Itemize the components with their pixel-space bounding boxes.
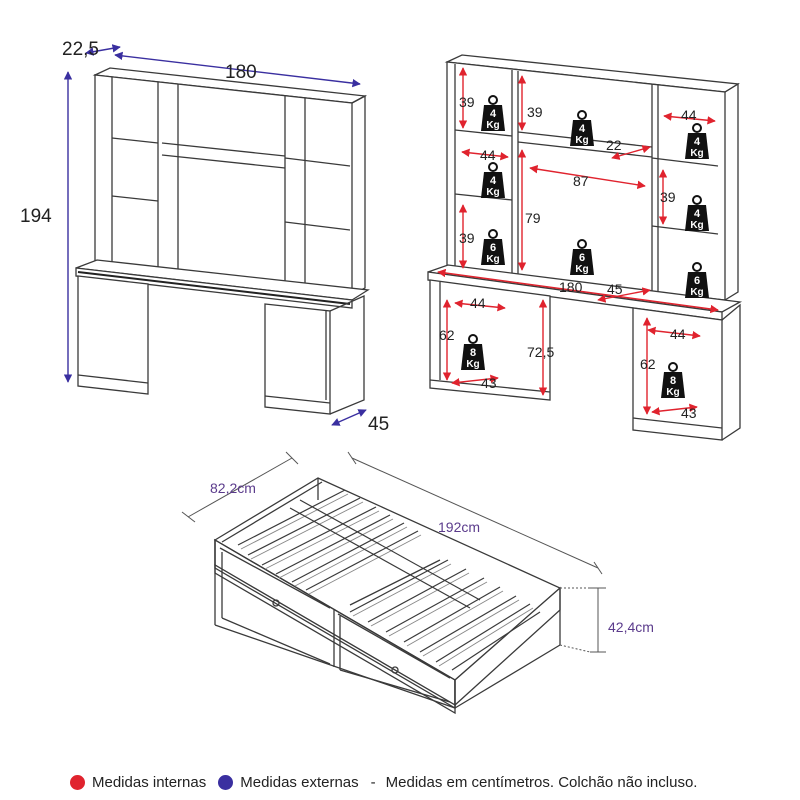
weight-handle (692, 262, 702, 272)
weight-body (661, 372, 685, 398)
weight-unit: Kg (486, 187, 499, 198)
dim-cab-right-depth: 43 (681, 405, 697, 421)
dim-center-height: 79 (525, 210, 541, 226)
legend-external: Medidas externas (218, 773, 359, 791)
weight-body (481, 105, 505, 131)
dim-left-mid-width: 44 (480, 147, 496, 163)
weight-unit: Kg (486, 254, 499, 265)
dim-cab-left-height: 62 (439, 327, 455, 343)
weight-value: 4 (694, 136, 701, 148)
weight-handle (577, 110, 587, 120)
weight-unit: Kg (690, 148, 703, 159)
weight-icon: 4Kg (481, 162, 505, 198)
weight-value: 4 (490, 175, 497, 187)
weight-body (570, 249, 594, 275)
dim-desk-width: 180 (559, 279, 583, 295)
weight-body (481, 239, 505, 265)
weight-value: 4 (579, 123, 586, 135)
dim-center-gap: 22 (606, 137, 622, 153)
weight-handle (692, 195, 702, 205)
dim-left-top-height: 39 (459, 94, 475, 110)
desk-width-label: 180 (225, 62, 257, 83)
legend-external-label: Medidas externas (240, 773, 359, 791)
dim-cab-total-height: 72,5 (527, 344, 554, 360)
weight-value: 4 (694, 208, 701, 220)
legend-external-dot (218, 774, 234, 790)
dim-right-top-width: 44 (681, 107, 697, 123)
weight-body (685, 205, 709, 231)
dim-center-top-height: 39 (527, 104, 543, 120)
weight-icon: 6Kg (481, 229, 505, 265)
desk-base-depth-label: 45 (368, 414, 389, 435)
weight-body (570, 120, 594, 146)
internal-dimension-labels: 39 44 39 39 22 87 79 44 39 180 45 44 62 … (439, 94, 697, 421)
legend-internal: Medidas internas (70, 774, 206, 791)
desk-height-label: 194 (20, 206, 52, 227)
weight-handle (577, 239, 587, 249)
weight-unit: Kg (466, 359, 479, 370)
dim-cab-left-width: 44 (470, 295, 486, 311)
weight-body (685, 272, 709, 298)
dim-center-width: 87 (573, 173, 589, 189)
weight-handle (488, 95, 498, 105)
weight-icon: 4Kg (570, 110, 594, 146)
weight-unit: Kg (690, 287, 703, 298)
weight-unit: Kg (575, 264, 588, 275)
weight-handle (668, 362, 678, 372)
external-dimension-lines (63, 44, 367, 426)
dim-cab-left-depth: 43 (481, 375, 497, 391)
weight-icon: 4Kg (685, 195, 709, 231)
desk-external-view (75, 67, 370, 415)
weight-value: 4 (490, 108, 497, 120)
desk-depth-label: 22,5 (62, 39, 99, 60)
bed-width-label: 82,2cm (210, 480, 256, 496)
legend-note: Medidas em centímetros. Colchão não incl… (385, 773, 698, 791)
weight-value: 8 (670, 375, 676, 387)
weight-value: 8 (470, 347, 476, 359)
internal-dimension-lines (437, 67, 719, 416)
weight-icon: 6Kg (685, 262, 709, 298)
legend-internal-label: Medidas internas (92, 773, 207, 791)
weight-value: 6 (694, 275, 700, 287)
dim-desk-depth: 45 (607, 281, 623, 297)
weight-value: 6 (490, 242, 496, 254)
bed-dimension-lines (181, 451, 606, 653)
weight-icon: 4Kg (685, 123, 709, 159)
bed-length-label: 192cm (438, 519, 480, 535)
legend-separator: - (370, 773, 376, 791)
weight-icon: 8Kg (661, 362, 685, 398)
weight-handle (468, 334, 478, 344)
dim-left-low-height: 39 (459, 230, 475, 246)
weight-icon: 4Kg (481, 95, 505, 131)
weight-unit: Kg (666, 387, 679, 398)
legend-internal-dot (70, 774, 85, 790)
dim-cab-right-height: 62 (640, 356, 656, 372)
bed-height-label: 42,4cm (608, 619, 654, 635)
weight-unit: Kg (690, 220, 703, 231)
weight-body (685, 133, 709, 159)
bed-view (213, 477, 562, 715)
legend: Medidas internas Medidas externas - Medi… (70, 770, 697, 794)
weight-handle (692, 123, 702, 133)
weight-handle (488, 162, 498, 172)
weight-icon: 8Kg (461, 334, 485, 370)
weight-body (461, 344, 485, 370)
weight-unit: Kg (575, 135, 588, 146)
weight-icon: 6Kg (570, 239, 594, 275)
weight-value: 6 (579, 252, 585, 264)
weight-body (481, 172, 505, 198)
dim-right-mid-height: 39 (660, 189, 676, 205)
dim-cab-right-width: 44 (670, 326, 686, 342)
weight-handle (488, 229, 498, 239)
weight-unit: Kg (486, 120, 499, 131)
